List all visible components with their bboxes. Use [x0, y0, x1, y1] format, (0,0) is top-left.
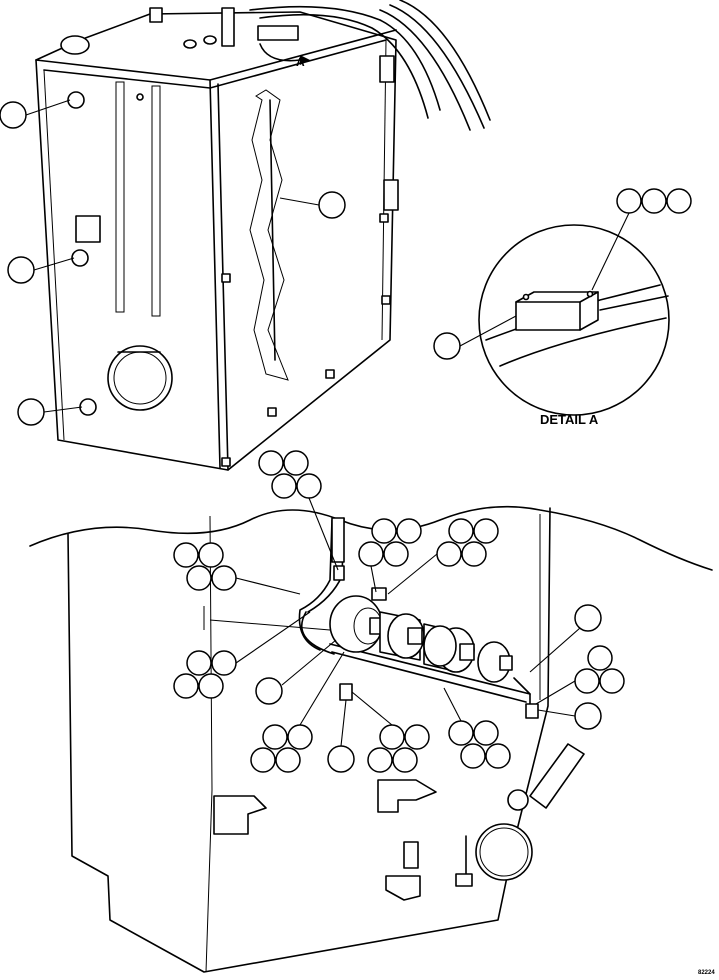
- detail-a: DETAIL A: [478, 224, 670, 427]
- callout: [7, 256, 35, 284]
- callout: [0, 101, 27, 129]
- callouts-upper: [0, 99, 346, 426]
- callout: [17, 398, 45, 426]
- callouts-detail: [433, 188, 692, 360]
- fuel-tank-upper: A: [35, 0, 491, 471]
- tank-lower: [29, 505, 713, 973]
- view-label: A: [296, 55, 305, 69]
- callouts-lower: [173, 450, 625, 773]
- detail-label: DETAIL A: [540, 412, 599, 427]
- callout: [318, 191, 346, 219]
- figure-id: 82224: [698, 970, 715, 976]
- filter-elements: [329, 595, 513, 683]
